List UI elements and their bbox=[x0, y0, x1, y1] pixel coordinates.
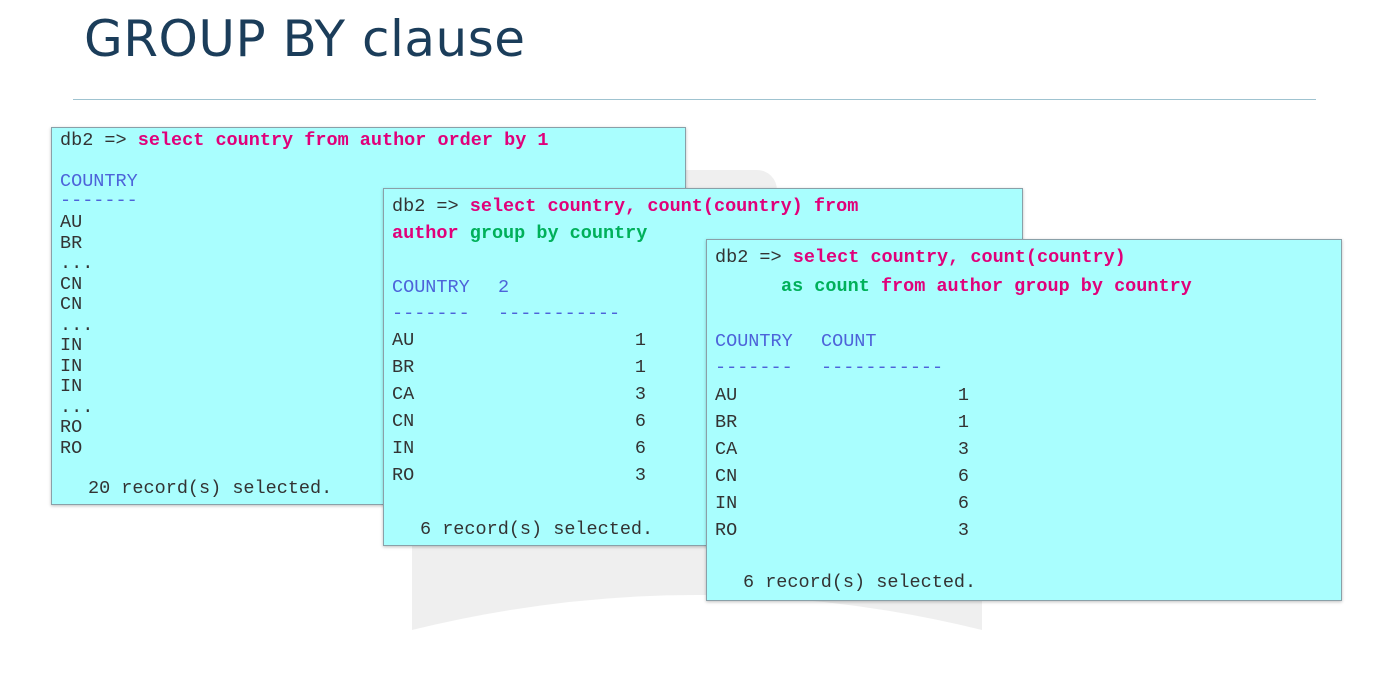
sql-query-part2: author bbox=[392, 223, 459, 244]
table-cell-count: 3 bbox=[634, 465, 646, 486]
column-separator-2: ----------- bbox=[498, 303, 621, 324]
list-item: BR bbox=[60, 232, 83, 254]
list-item: ... bbox=[60, 253, 94, 274]
column-header-country: COUNTRY bbox=[715, 331, 793, 352]
column-separator-1: ------- bbox=[392, 303, 470, 324]
sql-query-part2: from author group by country bbox=[880, 276, 1192, 297]
table-cell-count: 6 bbox=[634, 411, 646, 432]
table-cell-count: 1 bbox=[634, 357, 646, 378]
record-count: 6 record(s) selected. bbox=[420, 519, 654, 540]
terminal-query-group-by-alias: db2 => select country, count(country) as… bbox=[706, 239, 1342, 601]
table-cell-country: IN bbox=[715, 493, 738, 514]
table-cell-country: CN bbox=[392, 411, 415, 432]
column-separator-1: ------- bbox=[715, 357, 793, 378]
column-header-count: 2 bbox=[498, 277, 510, 298]
sql-query-group-by: group by country bbox=[469, 223, 648, 244]
query-line: db2 => select country from author order … bbox=[60, 131, 549, 151]
list-item: ... bbox=[60, 396, 94, 418]
column-header: COUNTRY bbox=[60, 171, 138, 192]
slide-title: GROUP BY clause bbox=[84, 10, 526, 68]
sql-query-part1: select country, count(country) bbox=[792, 247, 1126, 268]
prompt: db2 => bbox=[392, 196, 459, 217]
list-item: CN bbox=[60, 273, 83, 295]
column-separator: ------- bbox=[60, 190, 138, 211]
table-cell-count: 6 bbox=[957, 493, 969, 514]
table-cell-count: 3 bbox=[634, 384, 646, 405]
record-count: 6 record(s) selected. bbox=[743, 572, 977, 593]
record-count: 20 record(s) selected. bbox=[88, 478, 333, 499]
table-cell-country: AU bbox=[715, 385, 738, 406]
table-cell-country: RO bbox=[392, 465, 415, 486]
query-line-1: db2 => select country, count(country) fr… bbox=[392, 197, 858, 217]
table-cell-count: 6 bbox=[634, 438, 646, 459]
list-item: ... bbox=[60, 314, 94, 336]
list-item: RO bbox=[60, 417, 83, 438]
table-cell-country: CA bbox=[715, 439, 738, 460]
column-header-count: COUNT bbox=[821, 331, 877, 352]
table-cell-count: 1 bbox=[957, 412, 969, 433]
column-separator-2: ----------- bbox=[821, 357, 944, 378]
query-line-2: author group by country bbox=[392, 224, 647, 244]
column-header-country: COUNTRY bbox=[392, 277, 470, 298]
list-item: IN bbox=[60, 355, 83, 377]
title-divider bbox=[73, 99, 1316, 100]
sql-query-part1: select country, count(country) from bbox=[469, 196, 859, 217]
table-cell-country: CN bbox=[715, 466, 738, 487]
table-cell-country: BR bbox=[715, 412, 738, 433]
table-cell-country: RO bbox=[715, 520, 738, 541]
table-cell-country: AU bbox=[392, 330, 415, 351]
list-item: IN bbox=[60, 335, 83, 356]
table-cell-country: BR bbox=[392, 357, 415, 378]
list-item: IN bbox=[60, 376, 83, 397]
sql-alias: as count bbox=[781, 276, 870, 297]
table-cell-country: CA bbox=[392, 384, 415, 405]
table-cell-count: 1 bbox=[957, 385, 969, 406]
table-cell-country: IN bbox=[392, 438, 415, 459]
query-line-2: as count from author group by country bbox=[781, 277, 1192, 297]
query-line-1: db2 => select country, count(country) bbox=[715, 248, 1126, 268]
list-item: RO bbox=[60, 437, 83, 459]
prompt: db2 => bbox=[60, 130, 127, 151]
table-cell-count: 3 bbox=[957, 520, 969, 541]
list-item: AU bbox=[60, 212, 83, 233]
sql-query: select country from author order by 1 bbox=[137, 130, 549, 151]
list-item: CN bbox=[60, 294, 83, 315]
table-cell-count: 6 bbox=[957, 466, 969, 487]
prompt: db2 => bbox=[715, 247, 782, 268]
table-cell-count: 1 bbox=[634, 330, 646, 351]
table-cell-count: 3 bbox=[957, 439, 969, 460]
